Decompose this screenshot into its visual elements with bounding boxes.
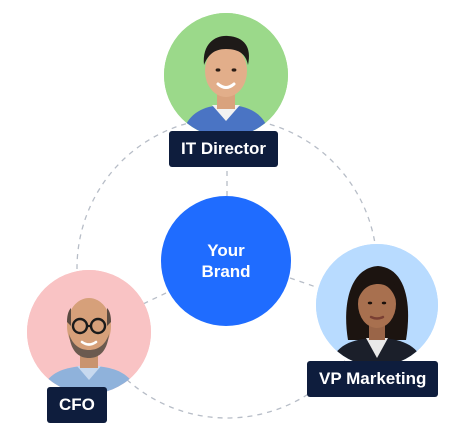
- it-director-avatar: [164, 13, 288, 137]
- vp-marketing-label: VP Marketing: [307, 361, 439, 397]
- cfo-avatar: [27, 270, 151, 394]
- vp-marketing-avatar: [316, 244, 438, 366]
- brand-line-1: Your: [207, 241, 245, 260]
- spoke-vp-marketing: [289, 277, 317, 288]
- cfo-label: CFO: [47, 387, 107, 423]
- man-portrait-icon: [164, 13, 288, 137]
- spoke-cfo: [142, 292, 167, 305]
- it-director-label: IT Director: [169, 131, 279, 167]
- woman-portrait-icon: [316, 244, 438, 366]
- bald-man-portrait-icon: [27, 270, 151, 394]
- brand-line-2: Brand: [201, 262, 251, 281]
- your-brand-circle: Your Brand: [161, 196, 291, 326]
